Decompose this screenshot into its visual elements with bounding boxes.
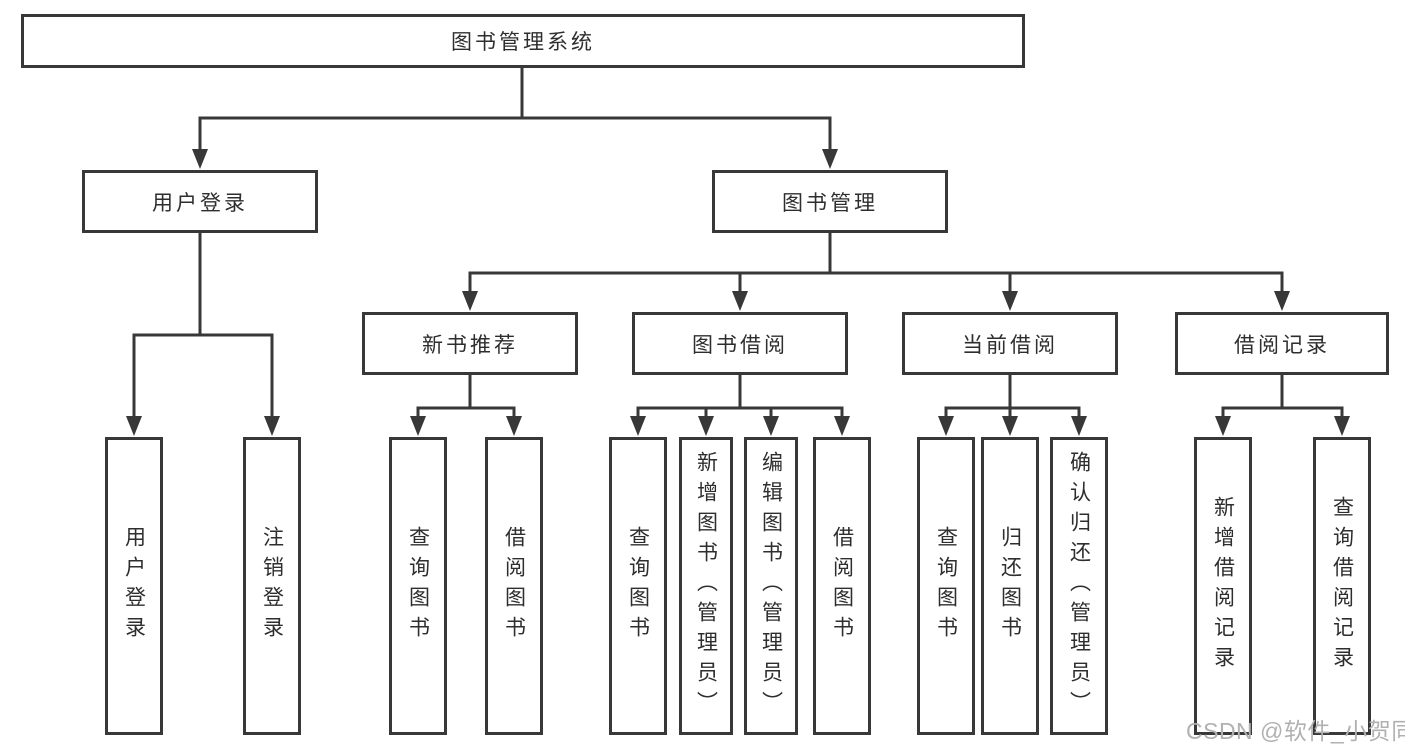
leaf-borrowing-query-books-label: 查询图书: [626, 526, 650, 646]
leaf-borrowing-add-books-admin-label: 新增图书（管理员）: [694, 451, 718, 721]
leaf-records-query-record: 查询借阅记录: [1313, 437, 1371, 735]
node-new-book-recommend: 新书推荐: [362, 312, 578, 375]
connector-new-book-children: [410, 373, 522, 436]
connector-current-borrow-children: [938, 373, 1087, 436]
node-new-book-recommend-label: 新书推荐: [422, 333, 518, 357]
connector-root-to-level2: [192, 66, 838, 169]
leaf-current-confirm-return-admin: 确认归还（管理员）: [1050, 437, 1108, 735]
leaf-borrowing-borrow-books: 借阅图书: [813, 437, 871, 735]
node-current-borrowing-label: 当前借阅: [962, 333, 1058, 357]
leaf-current-return-books-label: 归还图书: [998, 526, 1022, 646]
connector-book-mgmt-children: [462, 231, 1290, 311]
leaf-borrowing-edit-books-admin-label: 编辑图书（管理员）: [759, 451, 783, 721]
leaf-borrowing-borrow-books-label: 借阅图书: [830, 526, 854, 646]
connector-user-login-children: [126, 231, 280, 436]
leaf-current-return-books: 归还图书: [981, 437, 1039, 735]
leaf-user-login: 用户登录: [105, 437, 163, 735]
leaf-borrowing-add-books-admin: 新增图书（管理员）: [679, 437, 733, 735]
node-book-borrowing: 图书借阅: [632, 312, 848, 375]
leaf-current-query-books-label: 查询图书: [934, 526, 958, 646]
node-user-login-label: 用户登录: [152, 191, 248, 215]
leaf-logout: 注销登录: [243, 437, 301, 735]
node-borrowing-records: 借阅记录: [1175, 312, 1389, 375]
node-book-management-label: 图书管理: [782, 191, 878, 215]
leaf-records-query-record-label: 查询借阅记录: [1330, 496, 1354, 676]
connector-borrow-records-children: [1215, 373, 1350, 436]
node-user-login: 用户登录: [82, 170, 318, 233]
leaf-recommend-query-books-label: 查询图书: [406, 526, 430, 646]
node-book-management: 图书管理: [712, 170, 948, 233]
node-borrowing-records-label: 借阅记录: [1234, 333, 1330, 357]
leaf-current-confirm-return-admin-label: 确认归还（管理员）: [1067, 451, 1091, 721]
leaf-user-login-label: 用户登录: [122, 526, 146, 646]
leaf-records-add-record-label: 新增借阅记录: [1211, 496, 1235, 676]
leaf-recommend-borrow-books: 借阅图书: [485, 437, 543, 735]
node-current-borrowing: 当前借阅: [902, 312, 1118, 375]
leaf-recommend-borrow-books-label: 借阅图书: [502, 526, 526, 646]
leaf-records-add-record: 新增借阅记录: [1194, 437, 1252, 735]
leaf-borrowing-edit-books-admin: 编辑图书（管理员）: [744, 437, 798, 735]
leaf-borrowing-query-books: 查询图书: [609, 437, 667, 735]
node-book-borrowing-label: 图书借阅: [692, 333, 788, 357]
leaf-recommend-query-books: 查询图书: [389, 437, 447, 735]
node-root-system-label: 图书管理系统: [451, 31, 595, 54]
leaf-current-query-books: 查询图书: [917, 437, 975, 735]
leaf-logout-label: 注销登录: [260, 526, 284, 646]
connector-book-borrow-children: [630, 373, 850, 436]
csdn-watermark: CSDN @软件_小贺同学: [1186, 718, 1405, 744]
node-root-system: 图书管理系统: [21, 14, 1025, 68]
